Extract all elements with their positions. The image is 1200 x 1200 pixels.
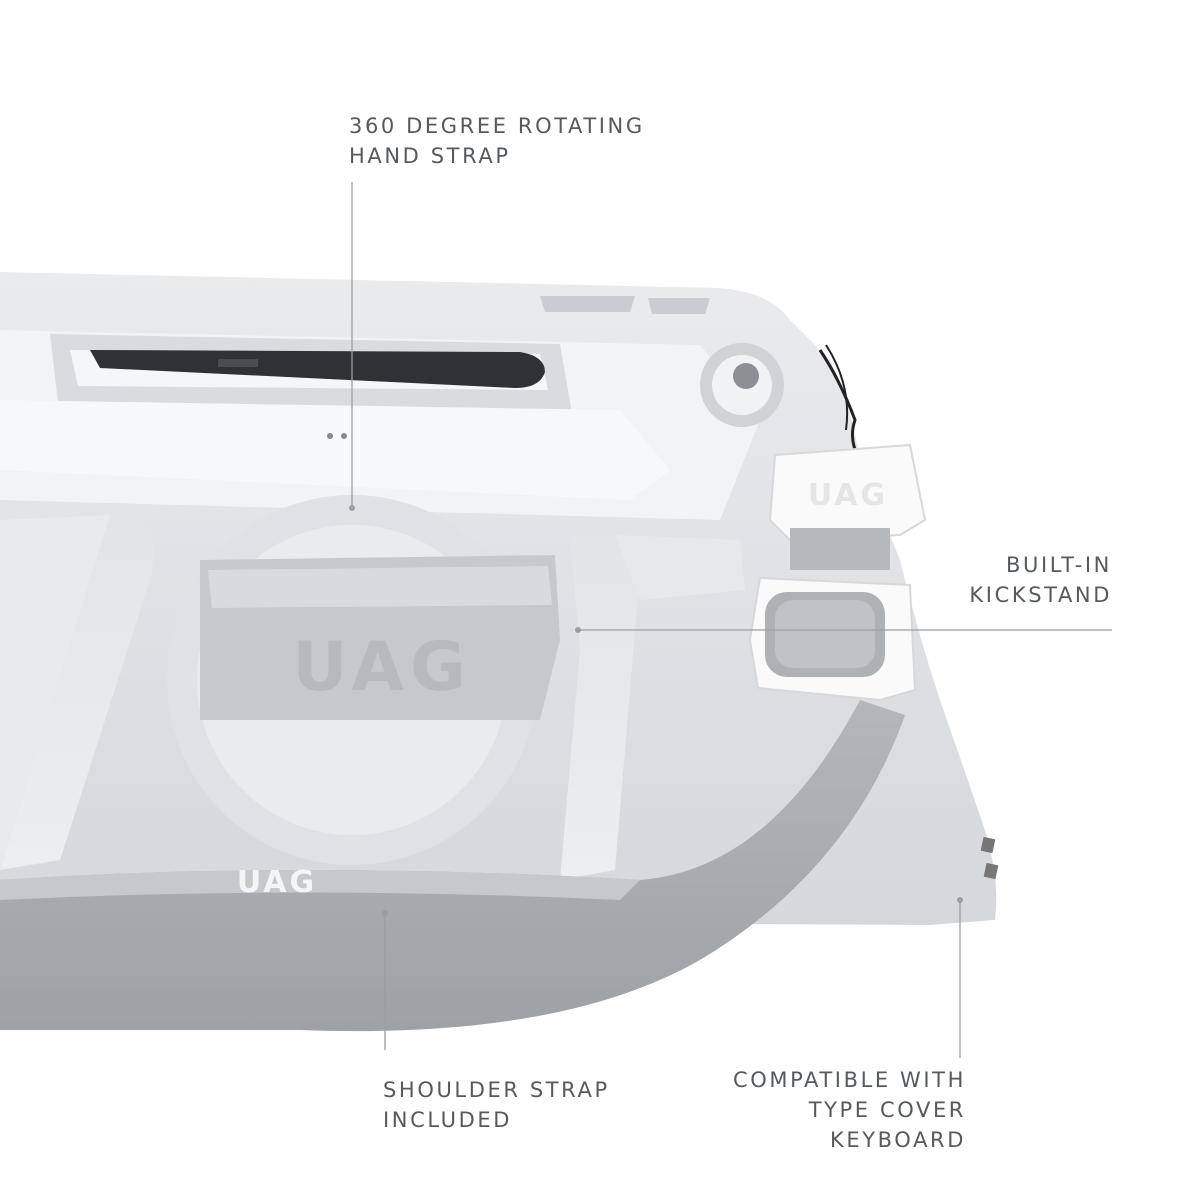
rotating-hand-strap: UAG — [167, 495, 560, 865]
keyboard-callout: COMPATIBLE WITH TYPE COVER KEYBOARD — [733, 1065, 966, 1155]
shoulder-strap-line-2: INCLUDED — [383, 1108, 512, 1132]
keyboard-line-1: COMPATIBLE WITH — [732, 1068, 966, 1092]
hand-strap-logo: UAG — [292, 628, 472, 707]
shoulder-strap: UAG — [0, 700, 905, 1032]
shoulder-strap-line-1: SHOULDER STRAP — [383, 1078, 610, 1102]
camera-lens — [700, 343, 784, 427]
hand-strap-line-1: 360 DEGREE ROTATING — [349, 114, 645, 138]
hand-strap-callout: 360 DEGREE ROTATING HAND STRAP — [349, 111, 645, 171]
kickstand-callout: BUILT-IN KICKSTAND — [969, 550, 1112, 610]
leader-lines — [349, 182, 1112, 1058]
body-logo: UAG — [237, 865, 317, 900]
clip-logo: UAG — [808, 478, 888, 513]
keyboard-line-2: TYPE COVER — [808, 1098, 966, 1122]
strap-buckle-lower — [748, 576, 917, 702]
stylus-pen — [90, 350, 545, 388]
strap-buckle-upper: UAG — [768, 443, 927, 570]
kickstand-line-1: BUILT-IN — [1006, 553, 1112, 577]
kickstand-line-2: KICKSTAND — [969, 583, 1112, 607]
shoulder-strap-callout: SHOULDER STRAP INCLUDED — [383, 1075, 610, 1135]
kickstand — [0, 515, 745, 900]
keyboard-line-3: KEYBOARD — [830, 1128, 966, 1152]
hand-strap-line-2: HAND STRAP — [349, 144, 511, 168]
